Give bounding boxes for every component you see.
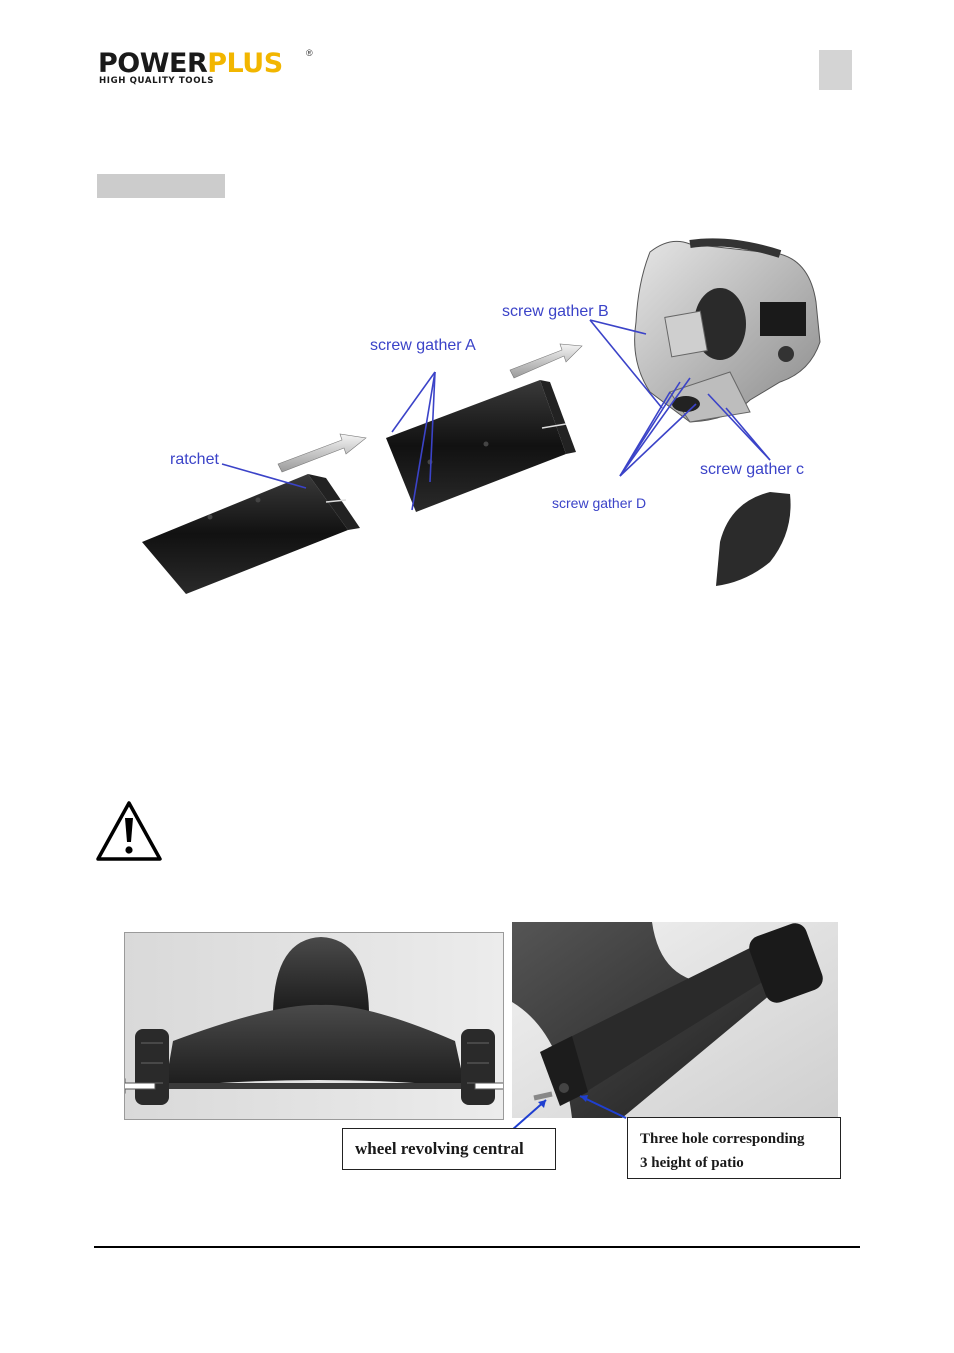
callout-screw-gather-a: screw gather A [370,337,476,354]
label-three-hole: Three hole corresponding 3 height of pat… [627,1117,841,1179]
callout-screw-gather-d: screw gather D [552,495,646,511]
label-wheel-revolving-central: wheel revolving central [342,1128,556,1170]
wheel-front-photo [124,932,504,1120]
wheel-front-illustration [125,933,504,1120]
callout-screw-gather-c: screw gather c [700,461,804,478]
blower-assembly-figure: ratchet screw gather A screw gather B sc… [130,232,850,602]
label-three-hole-line1: Three hole corresponding [640,1127,840,1151]
brand-tagline: HIGH QUALITY TOOLS [99,76,214,86]
elbow-nozzle [716,492,791,586]
brand-name: POWERPLUS [98,50,283,78]
section-heading-bar [97,174,225,198]
brand-name-part2: PLUS [207,48,282,79]
callout-ratchet: ratchet [170,451,219,468]
blower-body [635,241,820,422]
language-tab [819,50,852,90]
brand-logo: POWERPLUS ® HIGH QUALITY TOOLS [98,50,328,90]
assembly-arrow-2 [510,344,582,378]
assembly-arrow-1 [278,434,366,472]
registered-mark: ® [306,48,313,58]
footer-divider [94,1246,860,1248]
warning-triangle-icon [95,800,163,862]
callout-screw-gather-b: screw gather B [502,303,609,320]
label-three-hole-line2: 3 height of patio [640,1151,840,1175]
brand-name-part1: POWER [98,48,207,79]
lower-tube [142,474,360,594]
